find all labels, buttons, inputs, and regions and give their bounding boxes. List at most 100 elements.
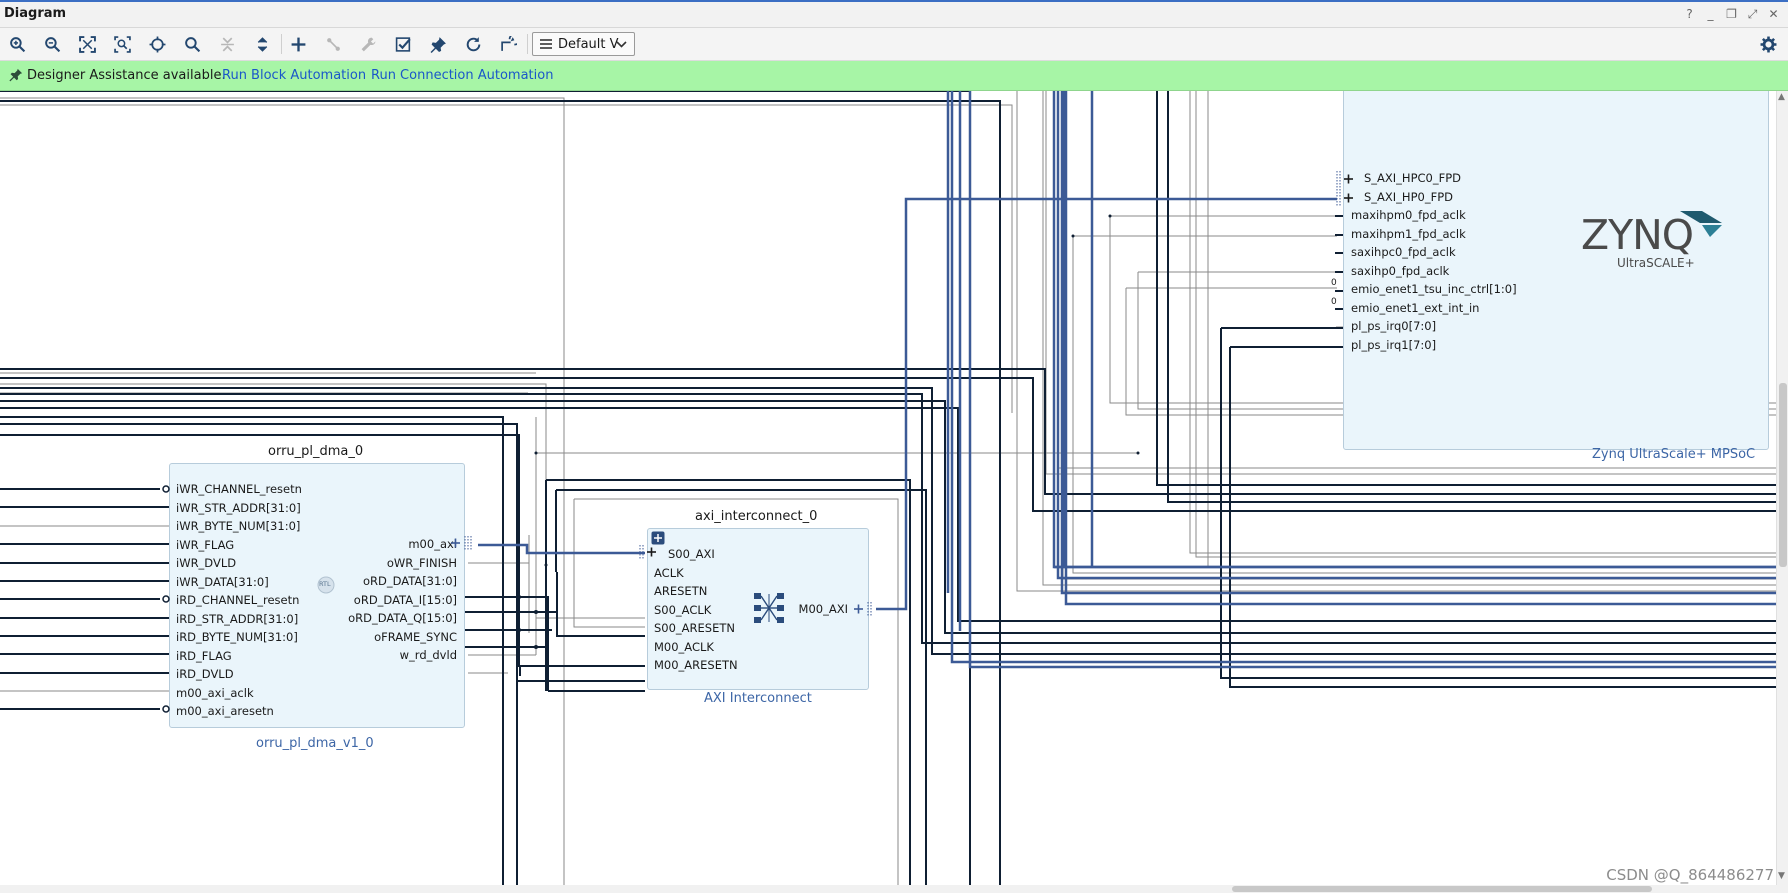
scroll-up-icon[interactable]: ▲ [1778, 92, 1785, 102]
optimize-routing-button[interactable] [495, 32, 521, 56]
zoom-out-button[interactable] [39, 32, 65, 56]
auto-fit-selection-button[interactable] [144, 32, 170, 56]
port-S_AXI_HPC0_FPD[interactable]: S_AXI_HPC0_FPD [1364, 171, 1462, 185]
search-button[interactable] [179, 32, 205, 56]
zynq-axi-bus-connectors[interactable] [1335, 171, 1355, 207]
make-connection-icon [326, 37, 340, 51]
port-iWR_DVLD[interactable]: iWR_DVLD [176, 556, 237, 570]
m00-axi-out-connector[interactable] [852, 601, 878, 617]
port-M00_AXI[interactable]: M00_AXI [798, 602, 848, 616]
pin-button[interactable] [425, 32, 451, 56]
port-iRD_FLAG[interactable]: iRD_FLAG [176, 648, 232, 663]
zoom-in-icon [9, 36, 25, 52]
expand-block-icon[interactable] [651, 531, 665, 545]
port-S00_AXI[interactable]: S00_AXI [668, 547, 715, 561]
port-iRD_STR_ADDR310[interactable]: iRD_STR_ADDR[31:0] [176, 611, 299, 626]
rtl-badge-icon [317, 576, 335, 594]
horizontal-scrollbar[interactable] [0, 885, 1788, 893]
expand-all-button[interactable] [249, 32, 275, 56]
port-M00_ARESETN[interactable]: M00_ARESETN [654, 658, 738, 672]
scroll-down-icon[interactable]: ▼ [1778, 871, 1785, 881]
port-maxihpm1_fpd_aclk[interactable]: maxihpm1_fpd_aclk [1351, 226, 1466, 241]
toolbar-separator [281, 34, 282, 54]
maximize-icon[interactable]: ⤢ [1747, 7, 1758, 21]
port-iWR_DATA310[interactable]: iWR_DATA[31:0] [176, 574, 269, 589]
horizontal-scroll-thumb[interactable] [1232, 886, 1652, 892]
make-connection-button[interactable] [320, 32, 346, 56]
assistance-message: Designer Assistance available. [27, 68, 226, 83]
port-S_AXI_HP0_FPD[interactable]: S_AXI_HP0_FPD [1364, 189, 1453, 204]
restore-icon[interactable]: ❐ [1726, 7, 1737, 21]
expand-all-icon [257, 36, 267, 52]
port-emio_enet1_ext_int_in[interactable]: emio_enet1_ext_int_in [1351, 300, 1480, 315]
run-connection-automation-link[interactable]: Run Connection Automation [371, 68, 554, 83]
port-oRD_DATA310[interactable]: oRD_DATA[31:0] [362, 574, 457, 588]
port-iWR_CHANNEL_resetn[interactable]: iWR_CHANNEL_resetn [176, 482, 302, 496]
settings-button[interactable] [1755, 32, 1781, 56]
zoom-in-button[interactable] [4, 32, 30, 56]
vertical-scroll-thumb[interactable] [1779, 383, 1787, 567]
close-icon[interactable]: ✕ [1768, 7, 1779, 21]
wire [1220, 328, 1776, 679]
port-oRD_DATA_Q150[interactable]: oRD_DATA_Q[15:0] [348, 611, 457, 625]
chevron-down-icon [616, 41, 627, 48]
interconnect-block-type: AXI Interconnect [704, 691, 812, 706]
port-oWR_FINISH[interactable]: oWR_FINISH [386, 555, 457, 570]
port-iWR_BYTE_NUM310[interactable]: iWR_BYTE_NUM[31:0] [176, 519, 301, 533]
help-icon[interactable]: ? [1686, 7, 1693, 21]
zoom-out-icon [44, 36, 60, 52]
wire [0, 368, 1776, 495]
validate-design-button[interactable] [390, 32, 416, 56]
wire [0, 377, 1776, 512]
port-m00_axi[interactable]: m00_axi [408, 537, 457, 551]
wire-layer [0, 91, 1776, 885]
port-iRD_BYTE_NUM310[interactable]: iRD_BYTE_NUM[31:0] [176, 630, 298, 644]
m00-axi-bus-connector[interactable] [449, 535, 475, 551]
port-M00_ACLK[interactable]: M00_ACLK [654, 639, 714, 654]
interconnect-block[interactable] [647, 528, 869, 690]
port-S00_ARESETN[interactable]: S00_ARESETN [654, 621, 735, 635]
port-ARESETN[interactable]: ARESETN [654, 584, 708, 598]
port-saxihpc0_fpd_aclk[interactable]: saxihpc0_fpd_aclk [1351, 245, 1456, 259]
add-ip-icon [291, 37, 305, 51]
s00-axi-bus-connector[interactable] [638, 544, 658, 560]
port-oFRAME_SYNC[interactable]: oFRAME_SYNC [374, 629, 457, 644]
port-m00_axi_aresetn[interactable]: m00_axi_aresetn [176, 704, 274, 718]
port-oRD_DATA_I150[interactable]: oRD_DATA_I[15:0] [353, 592, 457, 607]
bus [478, 543, 645, 555]
add-ip-button[interactable] [285, 32, 311, 56]
port-maxihpm0_fpd_aclk[interactable]: maxihpm0_fpd_aclk [1351, 208, 1466, 222]
port-iRD_CHANNEL_resetn[interactable]: iRD_CHANNEL_resetn [176, 593, 300, 607]
wire [1195, 91, 1776, 558]
port-m00_axi_aclk[interactable]: m00_axi_aclk [176, 685, 254, 700]
port-iWR_FLAG[interactable]: iWR_FLAG [176, 537, 235, 552]
search-icon [184, 36, 200, 52]
collapse-all-button[interactable] [214, 32, 240, 56]
window-title: Diagram [4, 6, 67, 21]
minimize-icon[interactable]: _ [1707, 7, 1714, 21]
port-ACLK[interactable]: ACLK [654, 565, 684, 580]
port-saxihp0_fpd_aclk[interactable]: saxihp0_fpd_aclk [1351, 263, 1450, 278]
customize-block-button[interactable] [355, 32, 381, 56]
regenerate-layout-button[interactable] [460, 32, 486, 56]
designer-assistance-bar: Designer Assistance available. Run Block… [0, 61, 1788, 91]
run-block-automation-link[interactable]: Run Block Automation [222, 68, 367, 83]
validate-design-icon [395, 36, 411, 52]
port-S00_ACLK[interactable]: S00_ACLK [654, 602, 712, 617]
port-iWR_STR_ADDR310[interactable]: iWR_STR_ADDR[31:0] [176, 500, 301, 515]
vertical-scrollbar[interactable]: ▲ ▼ [1776, 91, 1788, 885]
dma-block-type: orru_pl_dma_v1_0 [256, 736, 374, 751]
wire [0, 423, 518, 885]
zynq-block[interactable]: ZYNQ UltraSCALE+ [1343, 91, 1769, 450]
zoom-fit-button[interactable] [74, 32, 100, 56]
port-pl_ps_irq070[interactable]: pl_ps_irq0[7:0] [1351, 319, 1437, 333]
dma-block[interactable]: RTL [169, 463, 465, 728]
port-emio_enet1_tsu_inc_ctrl10[interactable]: emio_enet1_tsu_inc_ctrl[1:0] [1351, 282, 1517, 296]
port-pl_ps_irq170[interactable]: pl_ps_irq1[7:0] [1351, 337, 1437, 352]
port-iRD_DVLD[interactable]: iRD_DVLD [176, 667, 234, 681]
zoom-area-button[interactable] [109, 32, 135, 56]
view-select[interactable]: Default V [532, 32, 635, 56]
optimize-routing-icon [500, 35, 517, 51]
port-w_rd_dvld[interactable]: w_rd_dvld [399, 648, 457, 662]
